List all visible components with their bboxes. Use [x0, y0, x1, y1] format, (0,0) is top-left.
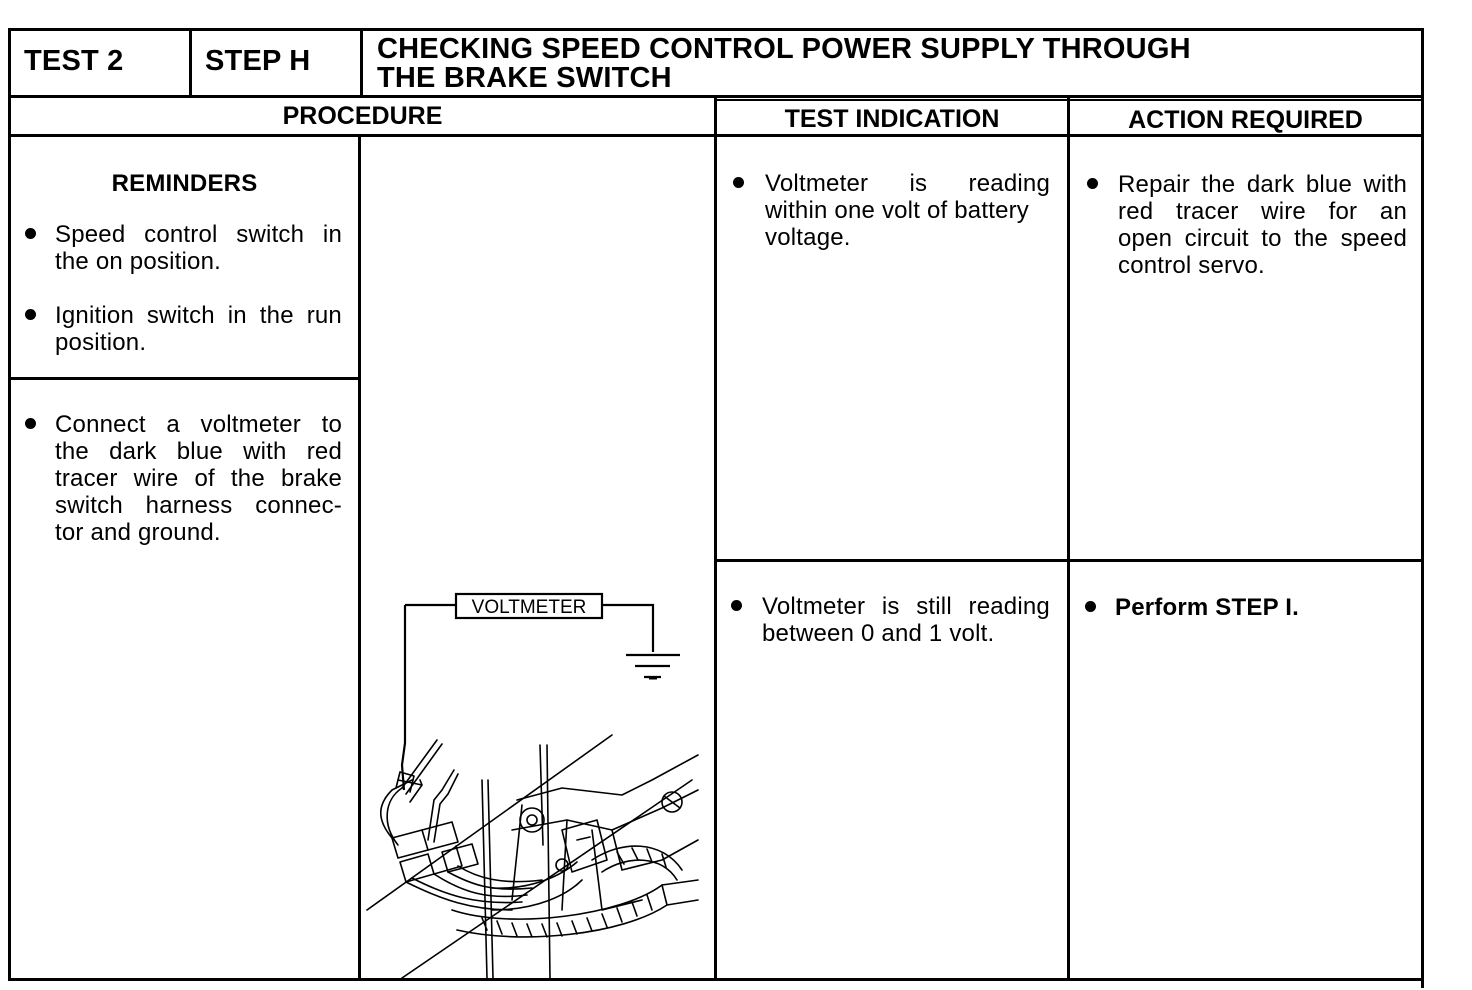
column-header-action-required: ACTION REQUIRED	[1128, 106, 1363, 134]
indication-1-line3: voltage.	[765, 224, 851, 251]
bullet-icon	[1087, 178, 1098, 189]
page-title-line1: CHECKING SPEED CONTROL POWER SUPPLY THRO…	[377, 33, 1191, 65]
indication-1-line1: Voltmeter is reading	[765, 170, 1050, 197]
voltmeter-label: VOLTMETER	[472, 597, 587, 618]
bullet-icon	[25, 418, 36, 429]
col-divider-procedure-indication	[714, 98, 717, 980]
indication-2-line1: Voltmeter is still reading	[762, 593, 1050, 620]
column-header-procedure: PROCEDURE	[282, 102, 443, 130]
bullet-icon	[1085, 601, 1096, 612]
column-header-test-indication: TEST INDICATION	[784, 105, 1000, 133]
header-divider-2	[360, 28, 363, 96]
outer-border-top	[8, 28, 1424, 31]
page-title-line2: THE BRAKE SWITCH	[377, 62, 672, 94]
col-divider-indication-action	[1067, 98, 1070, 980]
reminder-2-line1: Ignition switch in the run	[55, 302, 342, 329]
procedure-line5: tor and ground.	[55, 519, 221, 546]
procedure-line3: tracer wire of the brake	[55, 465, 342, 492]
reminders-title: REMINDERS	[111, 170, 258, 197]
action-2-line1: Perform STEP I.	[1115, 594, 1299, 621]
bullet-icon	[733, 177, 744, 188]
test-number: TEST 2	[24, 45, 124, 77]
step-label: STEP H	[205, 45, 311, 77]
colhdr-top-rule-right	[716, 99, 1424, 101]
outer-border-right	[1421, 28, 1424, 988]
voltmeter-box	[454, 592, 604, 620]
row-divider	[716, 559, 1424, 562]
reminders-bottom-rule	[8, 377, 360, 380]
reminder-1-line1: Speed control switch in	[55, 221, 342, 248]
bullet-icon	[731, 600, 742, 611]
header-bottom-rule	[8, 95, 1424, 98]
indication-1-line2: within one volt of battery	[765, 197, 1030, 224]
procedure-line4: switch harness connec-	[55, 492, 342, 519]
indication-2-line2: between 0 and 1 volt.	[762, 620, 995, 647]
action-1-line4: control servo.	[1118, 252, 1265, 279]
outer-border-left	[8, 28, 11, 980]
col-divider-procedure-illus	[358, 135, 361, 980]
procedure-line2: the dark blue with red	[55, 438, 342, 465]
procedure-line1: Connect a voltmeter to	[55, 411, 342, 438]
action-1-line1: Repair the dark blue with	[1118, 171, 1407, 198]
action-1-line2: red tracer wire for an	[1118, 198, 1407, 225]
bullet-icon	[25, 309, 36, 320]
reminder-2-line2: position.	[55, 329, 147, 356]
reminder-1-line2: the on position.	[55, 248, 221, 275]
brake-switch-voltmeter-illustration: VOLTMETER	[366, 592, 699, 978]
header-divider-1	[189, 28, 192, 96]
bullet-icon	[25, 228, 36, 239]
action-1-line3: open circuit to the speed	[1118, 225, 1407, 252]
